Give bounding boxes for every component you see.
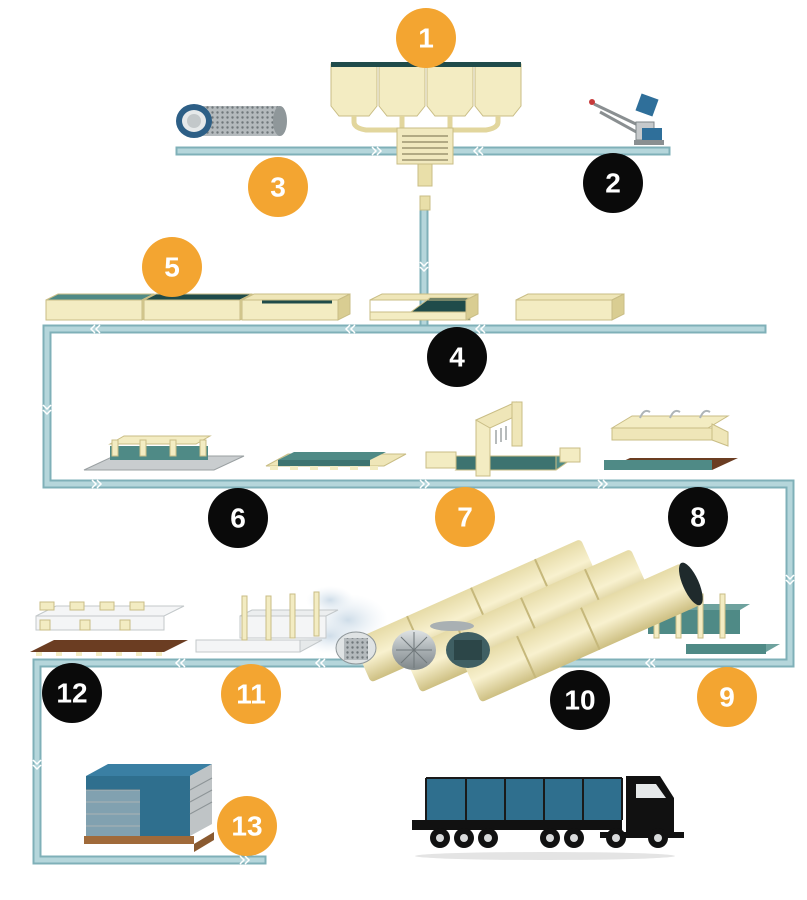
step-badge-5-label: 5 — [164, 252, 180, 283]
step-badge-11-circle — [221, 664, 281, 724]
step-badge-10: 10 — [550, 670, 610, 730]
step-badge-12: 12 — [42, 663, 102, 723]
step-badge-13-label: 13 — [231, 811, 262, 842]
block-pallet-icon — [84, 764, 214, 852]
step-badge-4: 4 — [427, 327, 487, 387]
step-badge-7: 7 — [435, 487, 495, 547]
silo-battery-icon — [330, 62, 522, 133]
step-badge-1-circle — [396, 8, 456, 68]
block-separation-icon — [30, 601, 188, 656]
step-badge-3-label: 3 — [270, 172, 286, 203]
step-badge-3: 3 — [248, 157, 308, 217]
autoclave-tube-icon — [300, 540, 703, 702]
turn-over-crane-icon — [604, 409, 738, 470]
step-badge-2-label: 2 — [605, 168, 621, 199]
step-badge-5: 5 — [142, 237, 202, 297]
step-badge-8-label: 8 — [690, 502, 706, 533]
mixer-icon — [396, 127, 454, 211]
step-badge-9: 9 — [697, 667, 757, 727]
mesh-drum-icon — [176, 104, 287, 138]
step-badge-12-circle — [42, 663, 102, 723]
conveyor-direction-marks — [32, 146, 795, 865]
step-badge-2-circle — [583, 153, 643, 213]
step-badge-6-label: 6 — [230, 503, 246, 534]
step-badge-8: 8 — [668, 487, 728, 547]
demold-frame-icon — [83, 435, 245, 471]
step-badge-12-label: 12 — [56, 678, 87, 709]
step-badge-4-label: 4 — [449, 342, 465, 373]
step-badge-7-circle — [435, 487, 495, 547]
step-badge-11: 11 — [221, 664, 281, 724]
step-badge-8-circle — [668, 487, 728, 547]
step-badge-9-label: 9 — [719, 682, 735, 713]
step-badge-10-label: 10 — [564, 685, 595, 716]
step-badge-1-label: 1 — [418, 23, 434, 54]
step-badge-6: 6 — [208, 488, 268, 548]
step-badge-13: 13 — [217, 796, 277, 856]
step-badge-2: 2 — [583, 153, 643, 213]
lime-crane-icon — [589, 93, 664, 145]
step-badge-3-circle — [248, 157, 308, 217]
delivery-truck-icon — [412, 776, 684, 860]
step-badge-5-circle — [142, 237, 202, 297]
green-cake-icon — [265, 452, 407, 470]
step-badge-11-label: 11 — [236, 679, 266, 710]
step-badge-9-circle — [697, 667, 757, 727]
step-badge-13-circle — [217, 796, 277, 856]
step-badge-1: 1 — [396, 8, 456, 68]
step-badge-7-label: 7 — [457, 502, 473, 533]
step-badge-4-circle — [427, 327, 487, 387]
mold-box-icon — [45, 293, 625, 321]
step-badge-10-circle — [550, 670, 610, 730]
cutting-machine-icon — [425, 401, 581, 477]
block-stack-icon — [195, 586, 354, 653]
step-badge-6-circle — [208, 488, 268, 548]
